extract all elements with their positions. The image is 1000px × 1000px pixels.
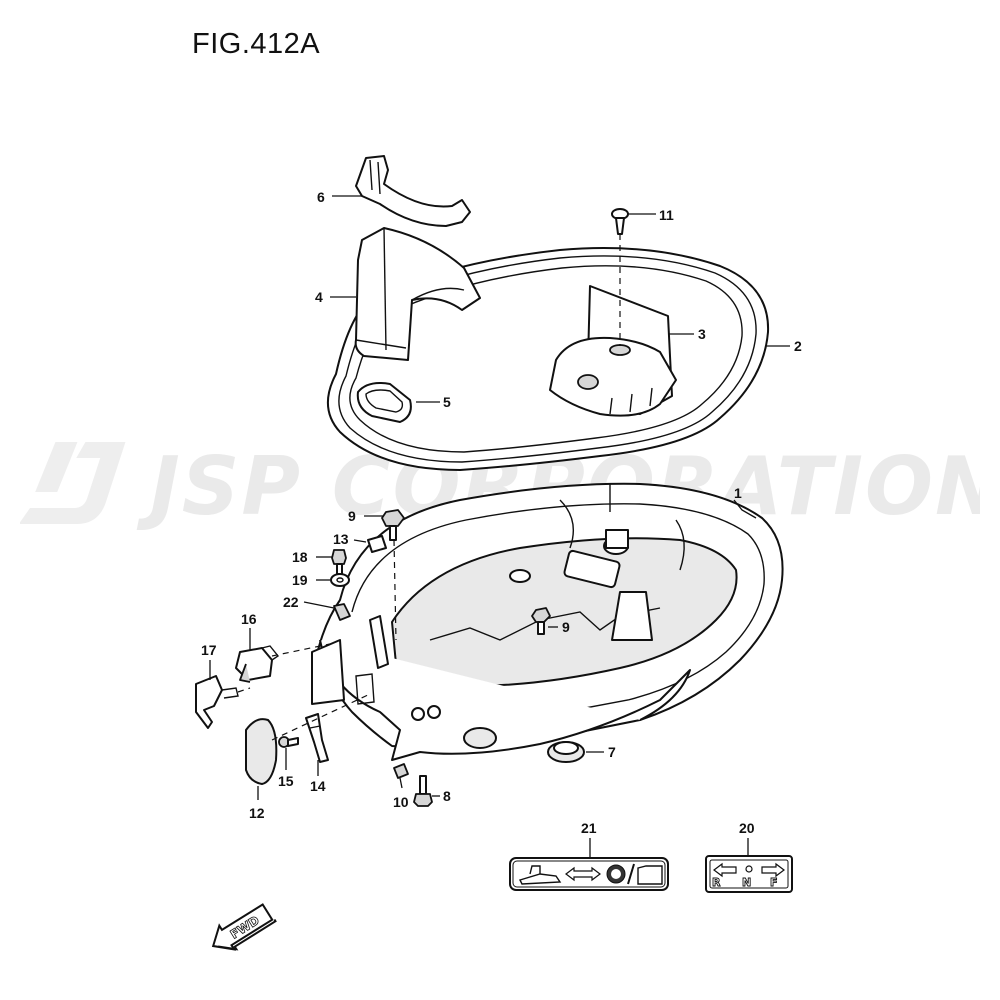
jsp-logo-icon <box>20 442 126 524</box>
manual-icon <box>637 865 663 885</box>
callout-10: 10 <box>393 794 409 810</box>
part-14-bracket <box>305 713 329 763</box>
callout-17: 17 <box>201 642 217 658</box>
part-20-shift-decal: R N F <box>705 855 793 893</box>
assembly-line-12 <box>271 693 371 741</box>
assembly-line-9 <box>393 539 397 641</box>
fwd-arrow-icon: FWD <box>211 903 277 951</box>
callout-6: 6 <box>317 189 325 205</box>
callout-20: 20 <box>739 820 755 836</box>
callout-12: 12 <box>249 805 265 821</box>
callout-15: 15 <box>278 773 294 789</box>
callout-18: 18 <box>292 549 308 565</box>
shift-label-n: N <box>742 876 751 889</box>
part-4-duct <box>354 227 481 361</box>
part-21-decal <box>509 857 669 891</box>
part-7-grommet <box>547 741 585 763</box>
part-9-bolt-right <box>531 607 551 635</box>
warning-circle-icon <box>606 864 626 884</box>
arrow-right-icon <box>761 862 785 878</box>
double-arrow-icon <box>565 866 601 882</box>
callout-8: 8 <box>443 788 451 804</box>
part-16-connector <box>235 645 280 683</box>
part-13-clip <box>367 535 387 553</box>
part-6-handle <box>355 155 471 227</box>
part-8-bolt <box>413 775 433 807</box>
callout-16: 16 <box>241 611 257 627</box>
part-22-clip <box>333 603 351 621</box>
shift-label-f: F <box>770 876 778 889</box>
callout-1: 1 <box>734 485 742 501</box>
callout-4: 4 <box>315 289 323 305</box>
callout-3: 3 <box>698 326 706 342</box>
callout-19: 19 <box>292 572 308 588</box>
callout-labels: 6 4 5 11 3 2 1 9 13 18 19 22 9 16 17 7 1… <box>201 189 802 836</box>
arrow-left-icon <box>713 862 737 878</box>
part-1-lower-cover <box>311 482 784 761</box>
part-10-nut <box>393 763 409 779</box>
callout-5: 5 <box>443 394 451 410</box>
callout-9-right: 9 <box>562 619 570 635</box>
assembly-line-16 <box>271 643 331 657</box>
callout-13: 13 <box>333 531 349 547</box>
part-15-screw <box>278 736 299 748</box>
shift-label-r: R <box>712 876 721 889</box>
part-2-seal <box>326 247 770 471</box>
part-5-grommet <box>356 382 412 423</box>
figure-title: FIG.412A <box>192 28 321 60</box>
part-3-bracket <box>549 285 677 417</box>
neutral-dot-icon <box>745 865 753 873</box>
callout-21: 21 <box>581 820 597 836</box>
callout-14: 14 <box>310 778 326 794</box>
part-17-cap <box>195 675 239 729</box>
callout-11: 11 <box>659 207 674 223</box>
part-19-washer <box>330 573 350 587</box>
part-11-screw <box>611 208 629 235</box>
part-9-bolt-top <box>381 509 405 541</box>
part-12-cover-plate <box>245 718 278 785</box>
assembly-line-17 <box>237 687 251 693</box>
leader-lines <box>209 195 790 860</box>
part-18-bolt <box>331 549 347 575</box>
callout-2: 2 <box>794 338 802 354</box>
callout-9-top: 9 <box>348 508 356 524</box>
motor-icon <box>519 865 562 885</box>
callout-22: 22 <box>283 594 299 610</box>
callout-7: 7 <box>608 744 616 760</box>
